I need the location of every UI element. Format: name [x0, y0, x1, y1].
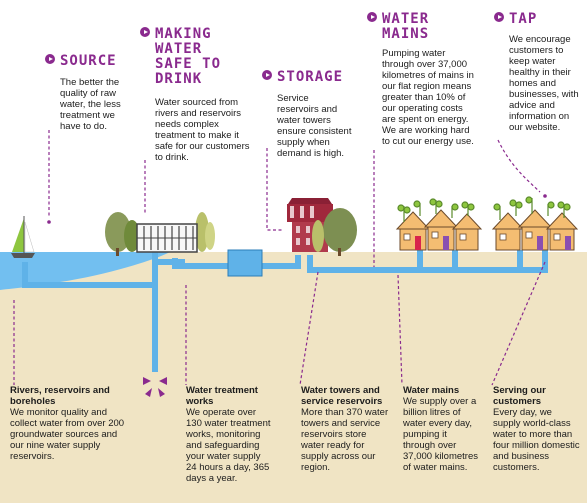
towers-title: Water towers and service reservoirs: [301, 385, 383, 407]
safe-text: Water sourced from rivers and reservoirs…: [155, 97, 250, 163]
house-group-2: [491, 196, 579, 251]
source-heading: SOURCE: [45, 54, 117, 69]
leader-end-dot: [47, 220, 51, 224]
sailboat-icon: [11, 216, 35, 258]
serving-label: Serving our customers Every day, we supp…: [493, 385, 581, 473]
mains-heading-line-2: MAINS: [382, 26, 430, 42]
mains-text: Pumping water through over 37,000 kilome…: [382, 48, 474, 147]
play-icon: [262, 70, 272, 80]
treatment-label: Water treatment works We operate over 13…: [186, 385, 272, 484]
treatment-works-icon: [136, 223, 198, 253]
tap-heading: TAP: [494, 12, 537, 27]
safe-heading: MAKING WATER SAFE TO DRINK: [140, 27, 221, 87]
rivers-label: Rivers, reservoirs and boreholes We moni…: [10, 385, 132, 462]
safe-heading-line-1: MAKING: [155, 26, 212, 42]
source-text: The better the quality of raw water, the…: [60, 77, 121, 132]
ground: [0, 252, 587, 503]
sea: [0, 252, 170, 290]
house-icon: [517, 209, 553, 251]
leader-storage: [266, 148, 284, 231]
arrow-icon: [143, 377, 167, 397]
tree-icon: [105, 212, 140, 256]
leader-end-dot: [543, 194, 547, 198]
play-icon: [140, 27, 150, 37]
towers-text: More than 370 water towers and service r…: [301, 407, 389, 473]
leader-lines: [13, 130, 546, 386]
source-heading-text: SOURCE: [60, 53, 117, 69]
storage-heading-text: STORAGE: [277, 69, 344, 85]
tap-heading-text: TAP: [509, 11, 538, 27]
watermains-title: Water mains: [403, 385, 460, 396]
tap-text: We encourage customers to keep water hea…: [509, 34, 579, 133]
sprout-icons: [493, 196, 571, 220]
pipe-tower-down: [307, 250, 548, 273]
tree-icon: [312, 208, 357, 256]
pump-house-icon: [227, 249, 263, 277]
watermains-text: We supply over a billion litres of water…: [403, 396, 478, 473]
treatment-text: We operate over 130 water treatment work…: [186, 407, 271, 484]
mains-heading-line-1: WATER: [382, 11, 430, 27]
storage-text: Service reservoirs and water towers ensu…: [277, 93, 352, 159]
pipe-pump-to-tower: [262, 255, 301, 269]
safe-heading-line-3: SAFE TO: [155, 56, 222, 72]
storage-heading: STORAGE: [262, 70, 343, 85]
serving-text: Every day, we supply world-class water t…: [493, 407, 580, 473]
play-icon: [45, 54, 55, 64]
safe-heading-line-2: WATER: [155, 41, 203, 57]
leader-tap: [497, 139, 541, 193]
play-icon: [367, 12, 377, 22]
house-icon: [451, 213, 483, 251]
towers-label: Water towers and service reservoirs More…: [301, 385, 391, 473]
tree-icon: [195, 212, 215, 252]
house-icon: [545, 212, 579, 251]
mains-heading: WATER MAINS: [367, 12, 429, 42]
watermains-label: Water mains We supply over a billion lit…: [403, 385, 481, 473]
rivers-text: We monitor quality and collect water fro…: [10, 407, 125, 462]
treatment-title: Water treatment works: [186, 385, 258, 407]
house-icon: [395, 211, 431, 251]
leader-watermains: [397, 274, 403, 386]
house-icon: [423, 209, 459, 251]
sprout-icons: [397, 198, 475, 222]
serving-title: Serving our customers: [493, 385, 546, 407]
rivers-title: Rivers, reservoirs and boreholes: [10, 385, 110, 407]
leader-serving: [491, 261, 546, 386]
leader-towers: [299, 271, 319, 386]
play-icon: [494, 12, 504, 22]
house-group-1: [395, 198, 483, 251]
safe-heading-line-4: DRINK: [155, 71, 203, 87]
house-icon: [491, 212, 525, 251]
pipe-intake: [22, 262, 155, 288]
pipe-network: [22, 246, 548, 372]
pipe-treatment-to-pump: [172, 258, 228, 269]
